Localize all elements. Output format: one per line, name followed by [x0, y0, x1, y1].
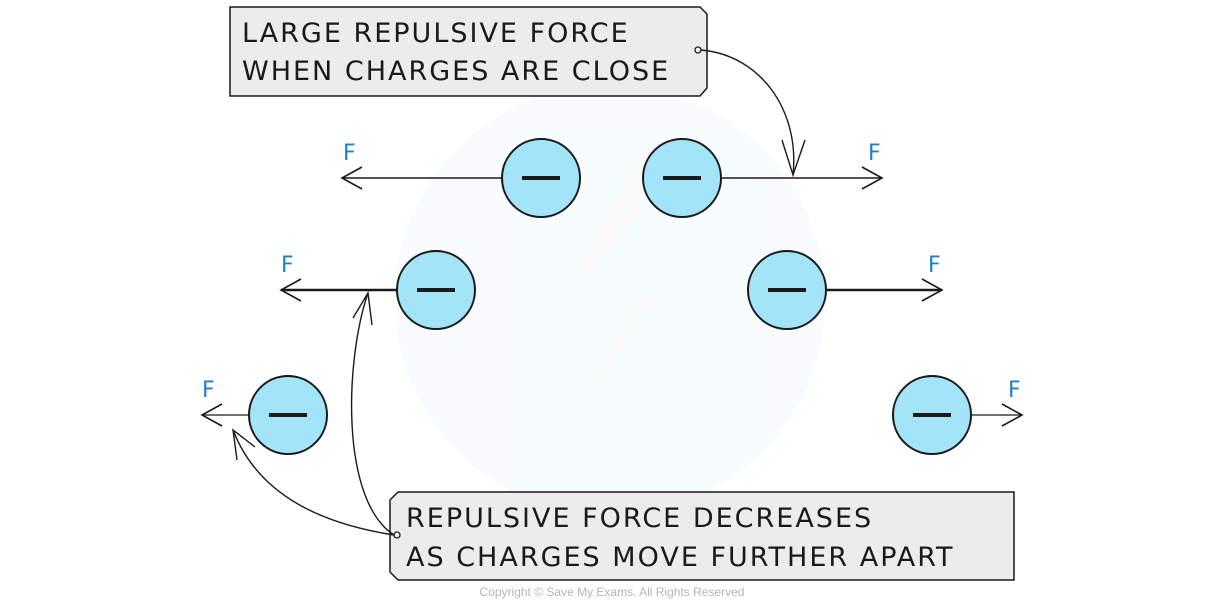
force-label: F [281, 253, 294, 278]
force-label: F [202, 378, 215, 403]
force-label: F [343, 141, 356, 166]
charge-medium-left: F [279, 250, 476, 330]
charge-close-right: F [642, 138, 884, 218]
callout-anchor-dot [694, 46, 702, 54]
charges-layer: F F F F F F [200, 138, 1024, 455]
charge-far-right: F [892, 375, 1024, 455]
callout-far-line-2: AS CHARGES MOVE FURTHER APART [406, 542, 955, 573]
force-label: F [1008, 378, 1021, 403]
callout-close-pointer-head [781, 139, 806, 178]
callout-far-pointer-medium [350, 292, 395, 536]
force-arrow-head-icon [200, 403, 223, 427]
force-arrow-head-icon [279, 278, 302, 302]
charge-far-left: F [200, 375, 328, 455]
force-arrow-head-icon [1001, 403, 1024, 427]
force-arrow-head-icon [340, 166, 363, 190]
callout-far-line-1: REPULSIVE FORCE DECREASES [406, 503, 873, 534]
callout-close-pointer [700, 49, 795, 176]
callout-far-pointer-far [232, 429, 395, 536]
force-arrow-head-icon [921, 278, 944, 302]
charge-medium-right: F [747, 250, 944, 330]
force-arrow-head-icon [861, 166, 884, 190]
callout-far-pointer-far-head [232, 428, 256, 461]
callout-close: LARGE REPULSIVE FORCE WHEN CHARGES ARE C… [229, 6, 708, 97]
callout-far: REPULSIVE FORCE DECREASES AS CHARGES MOV… [389, 491, 1015, 581]
callout-close-line-2: WHEN CHARGES ARE CLOSE [242, 56, 670, 87]
charge-close-left: F [340, 138, 581, 218]
callout-anchor-dot [393, 531, 401, 539]
copyright-notice: Copyright © Save My Exams. All Rights Re… [480, 585, 745, 599]
force-label: F [928, 253, 941, 278]
force-label: F [868, 141, 881, 166]
callout-close-line-1: LARGE REPULSIVE FORCE [242, 18, 630, 49]
callout-far-pointer-medium-head [352, 290, 373, 326]
